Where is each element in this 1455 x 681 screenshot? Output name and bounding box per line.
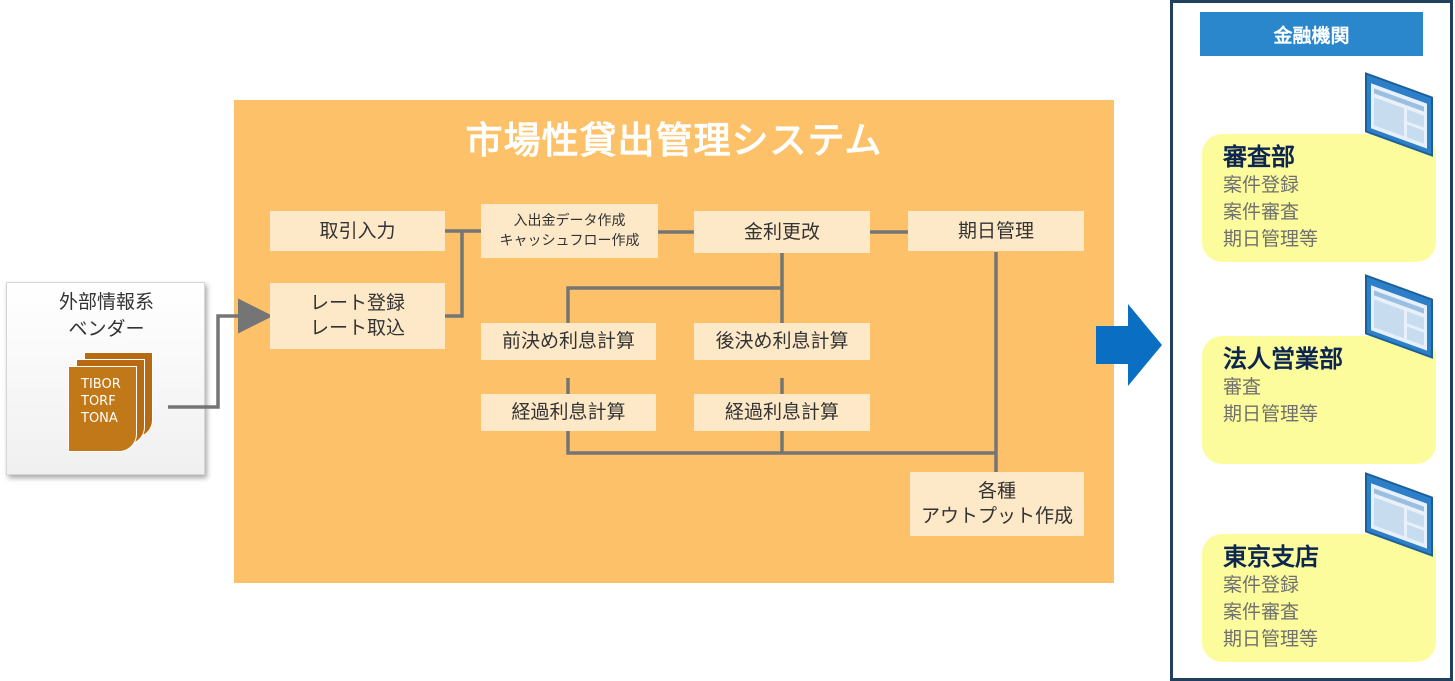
node-accrued-interest-2: 経過利息計算 <box>694 394 870 431</box>
node-trade-input: 取引入力 <box>270 211 445 251</box>
department-item: 期日管理等 <box>1223 228 1319 250</box>
flow-arrow-icon <box>1096 304 1162 386</box>
rate-to-cash-connector <box>445 231 464 318</box>
screen-window-icon <box>1365 274 1433 359</box>
department-card-review <box>1202 134 1436 262</box>
node-output-creation: 各種 アウトプット作成 <box>910 472 1084 536</box>
department-card-tokyo-branch <box>1202 534 1436 662</box>
system-title: 市場性貸出管理システム <box>465 119 883 162</box>
screen-window-icon <box>1365 72 1433 157</box>
node-cashflow-creation: 入出金データ作成 キャッシュフロー作成 <box>481 204 658 258</box>
financial-institution-title: 金融機関 <box>1200 12 1423 56</box>
node-cash-line1: 入出金データ作成 <box>513 213 626 229</box>
department-item: 案件登録 <box>1223 574 1300 596</box>
vendor-title-line1: 外部情報系 <box>58 291 154 313</box>
node-cash-line2: キャッシュフロー作成 <box>499 233 640 249</box>
node-output-line2: アウトプット作成 <box>920 505 1073 527</box>
department-item: 期日管理等 <box>1223 403 1319 425</box>
department-name: 審査部 <box>1223 143 1295 171</box>
department-item: 期日管理等 <box>1223 628 1319 650</box>
node-rate-revision: 金利更改 <box>694 211 870 253</box>
revision-to-prepaid-connector <box>566 286 782 323</box>
node-postpaid-interest: 後決め利息計算 <box>694 323 870 360</box>
doc-label-tibor: TIBOR <box>81 377 121 392</box>
department-review-content: 審査部 案件登録 案件審査 期日管理等 <box>1223 142 1318 253</box>
department-item: 案件審査 <box>1223 601 1300 623</box>
department-name: 東京支店 <box>1223 543 1319 571</box>
node-accrued-interest-1: 経過利息計算 <box>481 394 656 431</box>
node-rate-line1: レート登録 <box>309 292 405 314</box>
department-sales-content: 法人営業部 審査 期日管理等 <box>1223 344 1343 428</box>
vendor-to-rate-connector <box>168 298 273 409</box>
department-card-corporate-sales <box>1202 336 1436 464</box>
screen-window-icon <box>1365 472 1433 557</box>
doc-label-torf: TORF <box>81 394 116 409</box>
department-item: 案件審査 <box>1223 201 1300 223</box>
node-output-line1: 各種 <box>977 480 1016 502</box>
department-tokyo-content: 東京支店 案件登録 案件審査 期日管理等 <box>1223 542 1319 653</box>
department-item: 案件登録 <box>1223 174 1300 196</box>
vendor-title: 外部情報系 ベンダー <box>7 289 206 343</box>
accrued-bottom-connector <box>566 431 996 455</box>
doc-label-tona: TONA <box>81 411 118 426</box>
department-item: 審査 <box>1223 376 1262 398</box>
node-rate-line2: レート取込 <box>309 317 405 339</box>
vendor-title-line2: ベンダー <box>68 318 145 340</box>
department-name: 法人営業部 <box>1223 345 1343 373</box>
document-icon: TIBOR TORF TONA <box>68 366 137 452</box>
node-prepaid-interest: 前決め利息計算 <box>481 323 656 360</box>
node-due-management: 期日管理 <box>908 211 1084 251</box>
node-rate-registration: レート登録 レート取込 <box>270 283 445 349</box>
